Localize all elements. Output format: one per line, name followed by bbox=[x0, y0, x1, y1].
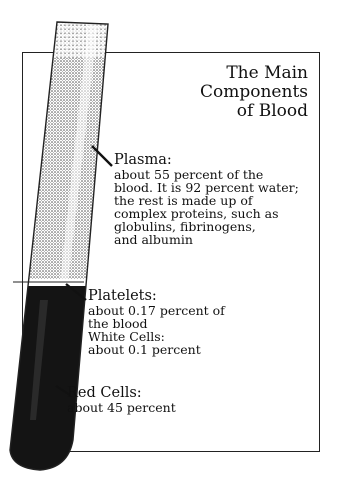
plasma-heading: Plasma: bbox=[114, 152, 299, 168]
title-line-2: Components bbox=[200, 83, 308, 102]
diagram-title: The Main Components of Blood bbox=[200, 64, 308, 121]
red-cells-heading: Red Cells: bbox=[67, 385, 176, 401]
plasma-label: Plasma: about 55 percent of the blood. I… bbox=[114, 152, 299, 246]
platelets-heading: Platelets: bbox=[88, 288, 225, 304]
title-line-1: The Main bbox=[200, 64, 308, 83]
white-cells-text-line: about 0.1 percent bbox=[88, 343, 225, 356]
buffy-coat-layer bbox=[0, 279, 120, 286]
title-line-3: of Blood bbox=[200, 102, 308, 121]
plasma-text-line: and albumin bbox=[114, 233, 299, 246]
red-cells-label: Red Cells: about 45 percent bbox=[67, 385, 176, 414]
tube-rim-highlight bbox=[0, 0, 120, 58]
red-cells-text-line: about 45 percent bbox=[67, 401, 176, 414]
platelets-label: Platelets: about 0.17 percent of the blo… bbox=[88, 288, 225, 356]
